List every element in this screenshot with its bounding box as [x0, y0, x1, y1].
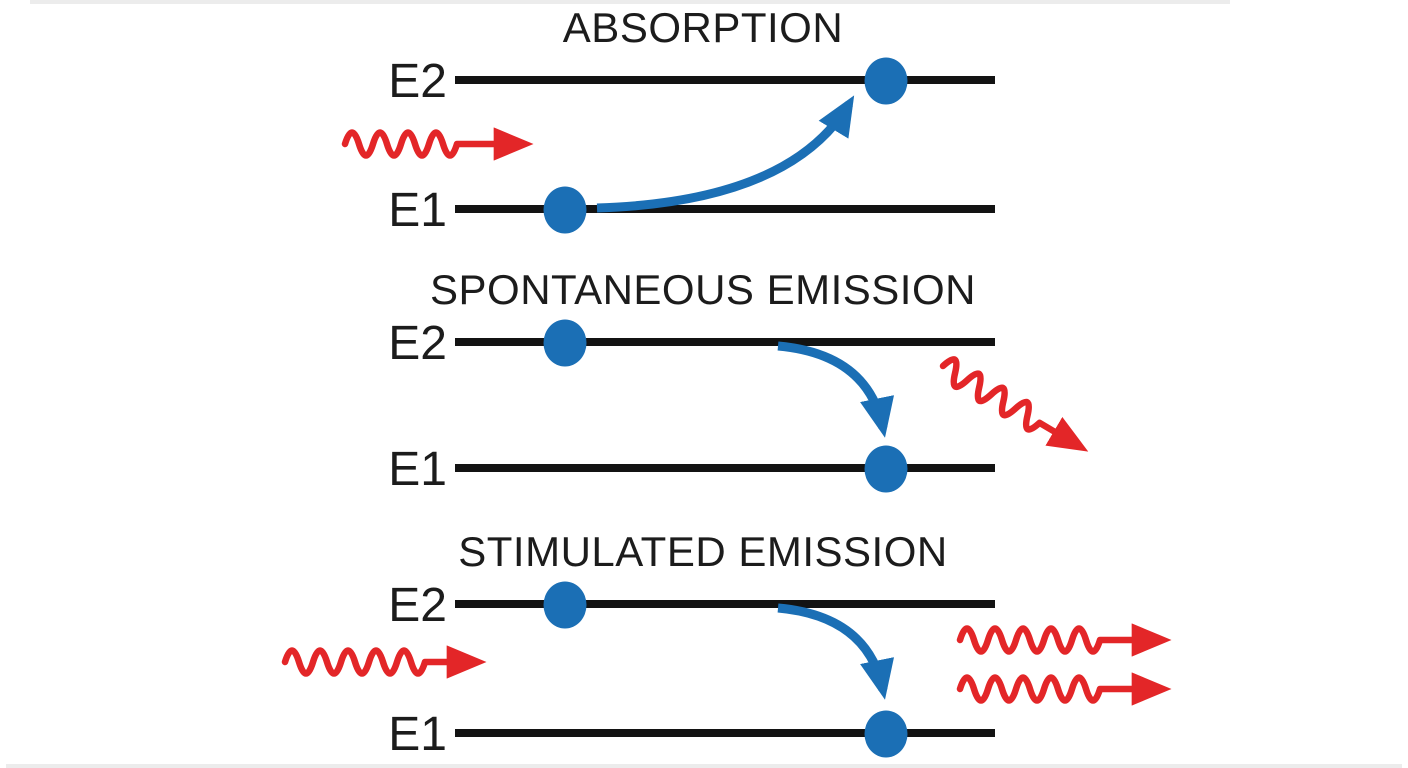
emitted-photon-arrow-icon	[939, 356, 1089, 452]
emitted-photon-arrow-top-icon	[956, 623, 1172, 657]
watermark-strip-top	[30, 0, 1230, 4]
electron-dot-e2	[543, 581, 587, 629]
transition-down-arrow-icon	[777, 603, 895, 700]
panel-title-stimulated-emission: STIMULATED EMISSION	[458, 528, 947, 575]
level-label-e1: E1	[388, 184, 447, 237]
level-label-e2: E2	[388, 55, 447, 108]
level-label-e2: E2	[388, 579, 447, 632]
electron-dot-e2	[864, 57, 908, 105]
panel-stimulated-emission: STIMULATED EMISSION E2 E1	[281, 528, 1172, 761]
electron-dot-e1	[543, 186, 587, 234]
panel-absorption: ABSORPTION E2 E1	[341, 4, 995, 237]
electron-dot-e1	[864, 445, 908, 493]
emitted-photon-arrow-bottom-icon	[956, 672, 1172, 706]
transition-down-arrow-icon	[777, 341, 895, 438]
panel-title-spontaneous-emission: SPONTANEOUS EMISSION	[430, 266, 976, 313]
panel-title-absorption: ABSORPTION	[563, 4, 843, 51]
transition-up-arrow-icon	[596, 95, 855, 213]
electron-dot-e1	[864, 710, 908, 758]
level-label-e1: E1	[388, 443, 447, 496]
incoming-photon-arrow-icon	[341, 127, 534, 161]
watermark-strip-bottom	[6, 764, 1402, 768]
panel-spontaneous-emission: SPONTANEOUS EMISSION E2 E1	[388, 266, 1089, 496]
level-label-e2: E2	[388, 317, 447, 370]
incoming-photon-arrow-icon	[281, 645, 487, 679]
level-label-e1: E1	[388, 708, 447, 761]
electron-dot-e2	[543, 319, 587, 367]
